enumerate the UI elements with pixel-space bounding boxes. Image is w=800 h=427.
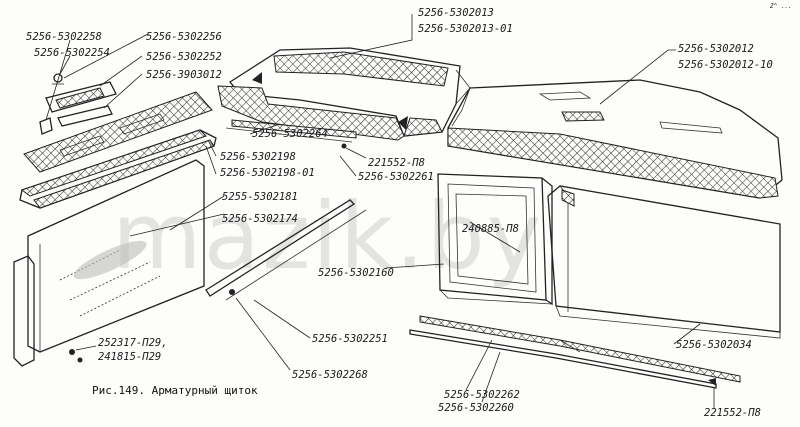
- part-label: 5256-5302252: [146, 51, 222, 63]
- part-label: 5256-5302198: [220, 151, 296, 163]
- part-label: 5256-5302174: [222, 213, 298, 225]
- part-labels: 5256-5302258 5256-5302254 5256-5302256 5…: [26, 7, 773, 419]
- part-label: 5255-5302181: [222, 191, 298, 203]
- part-label: 252317-П29,: [98, 337, 168, 349]
- watermark-text: mazik.by: [112, 183, 543, 290]
- part-label: 5256-5302013: [418, 7, 494, 19]
- part-label: 5256-5302012: [678, 43, 754, 55]
- part-label: 221552-П8: [368, 157, 425, 169]
- part-label: 5256-5302264: [252, 128, 328, 140]
- dashboard-top-panel: [447, 79, 783, 199]
- part-label: 5256-5302034: [676, 339, 752, 351]
- part-label: 5256-5302261: [358, 171, 434, 183]
- part-label: 5256-5302258: [26, 31, 102, 43]
- part-label: 5256-5302013-01: [418, 23, 513, 35]
- part-label: 240885-П8: [462, 223, 519, 235]
- screw-set: [69, 345, 97, 363]
- trim-strip-top: [225, 119, 357, 143]
- part-label: 5256-5302260: [438, 402, 514, 414]
- left-mounting-bar: [19, 91, 217, 209]
- clip-upper: [341, 143, 347, 149]
- part-label: 5256-5302198-01: [220, 167, 315, 179]
- part-label: 5256-5302251: [312, 333, 388, 345]
- right-side-box: [547, 185, 781, 339]
- part-label: 5256-5302254: [34, 47, 110, 59]
- part-label: 5256-5302256: [146, 31, 222, 43]
- part-label: 5256-5302262: [444, 389, 520, 401]
- part-label: 5256-3903012: [146, 69, 222, 81]
- part-label: 241815-П29: [98, 351, 161, 363]
- diagonal-strips: [205, 199, 367, 301]
- part-label: 221552-П8: [704, 407, 761, 419]
- part-label: 5256-5302268: [292, 369, 368, 381]
- part-label: 5256-5302160: [318, 267, 394, 279]
- left-side-panel: [13, 159, 205, 367]
- leader-lines: [45, 14, 715, 408]
- bottom-strips: [409, 315, 741, 389]
- corner-mark: Z^ ...: [769, 3, 792, 10]
- part-label: 5256-5302012-10: [678, 59, 773, 71]
- figure-caption: Рис.149. Арматурный щиток: [92, 384, 258, 397]
- instrument-hood: [217, 47, 471, 141]
